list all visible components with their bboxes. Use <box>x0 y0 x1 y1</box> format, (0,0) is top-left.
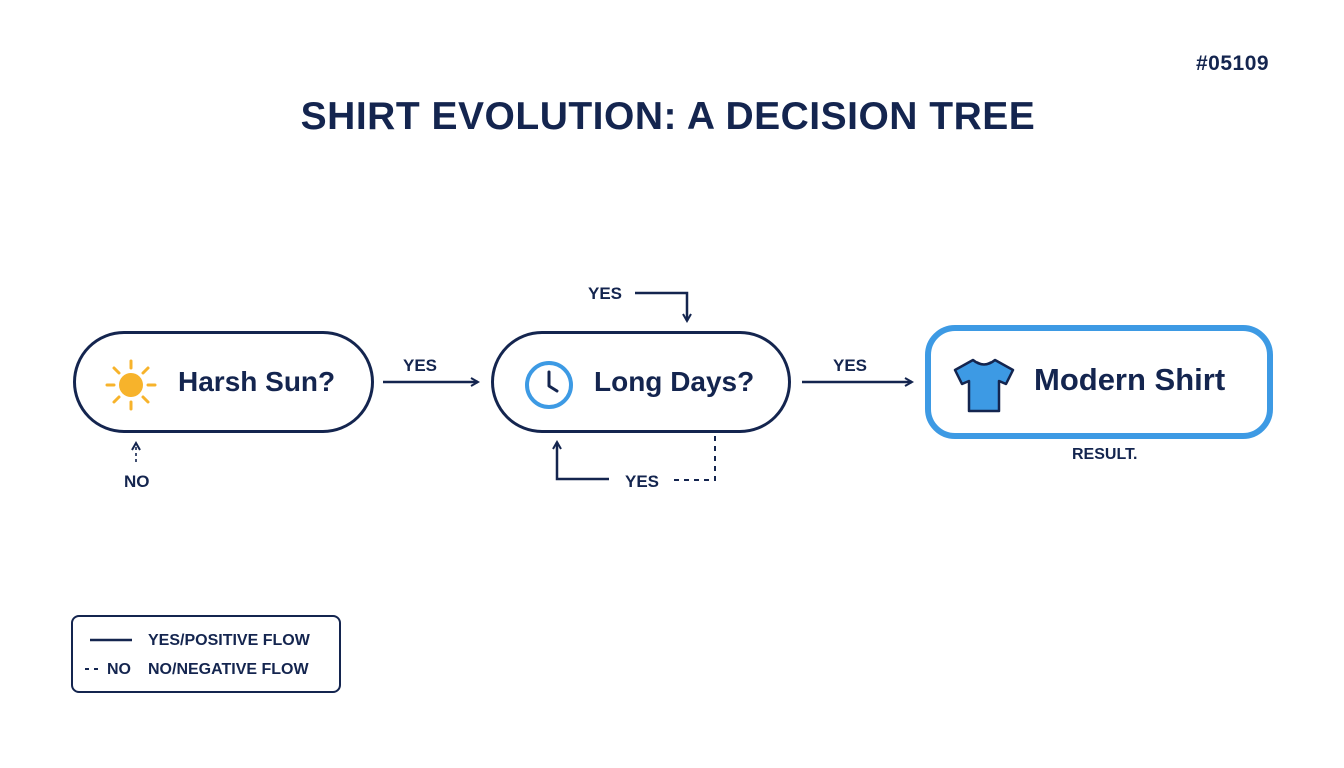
edge-label-harsh-no: NO <box>124 472 150 491</box>
node-harsh-sun-label: Harsh Sun? <box>178 366 336 397</box>
legend: YES/POSITIVE FLOW NO NO/NEGATIVE FLOW <box>71 615 341 693</box>
node-modern-shirt: Modern Shirt <box>925 325 1273 439</box>
edge-top-loop <box>635 291 687 321</box>
diagram-id-tag: #05109 <box>1196 52 1270 75</box>
edge-label-bottom-loop: YES <box>625 472 660 491</box>
tshirt-icon <box>953 358 1015 413</box>
node-modern-shirt-label: Modern Shirt <box>1034 362 1226 397</box>
edge-label-harsh-to-long: YES <box>403 356 438 375</box>
edge-bottom-loop-dashed <box>674 436 716 481</box>
legend-solid-label: YES/POSITIVE FLOW <box>148 632 310 649</box>
sun-icon <box>105 359 157 411</box>
legend-dashed-line <box>85 668 103 670</box>
node-long-days: Long Days? <box>491 331 791 433</box>
legend-dashed-label: NO/NEGATIVE FLOW <box>148 661 309 678</box>
legend-dashed-marker: NO <box>107 661 131 678</box>
node-long-days-label: Long Days? <box>594 366 755 397</box>
clock-icon <box>525 361 573 409</box>
node-harsh-sun: Harsh Sun? <box>73 331 374 433</box>
result-caption: RESULT. <box>1072 446 1138 463</box>
edge-bottom-loop-solid <box>557 442 609 481</box>
edge-label-long-to-modern: YES <box>833 356 868 375</box>
legend-solid-line <box>90 638 132 642</box>
edge-label-top-loop: YES <box>588 284 623 303</box>
page-title: SHIRT EVOLUTION: A DECISION TREE <box>300 95 1036 138</box>
